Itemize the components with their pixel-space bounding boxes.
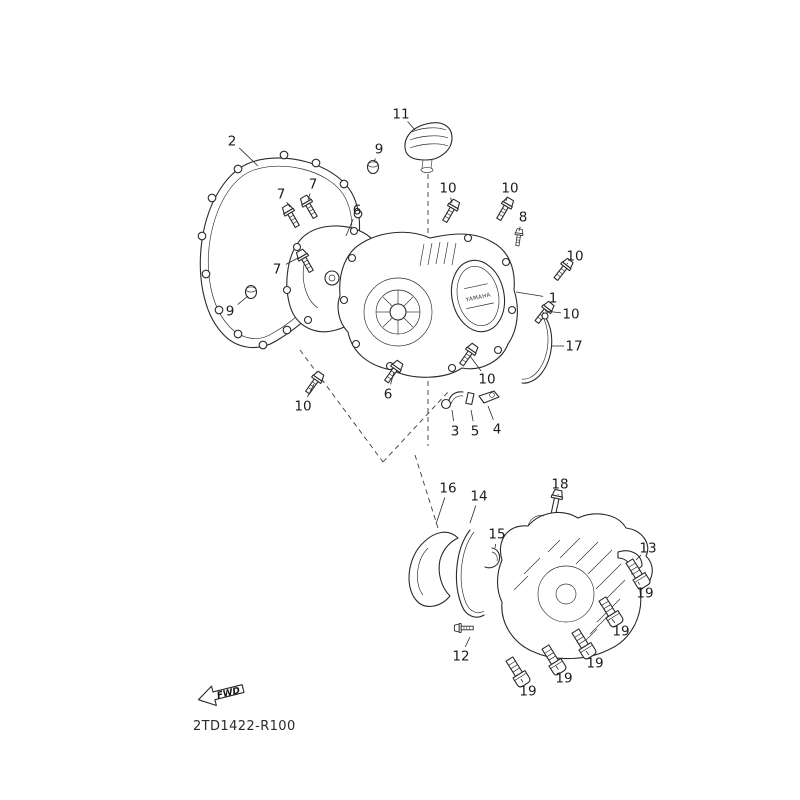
callout-label-5-19: 5 [471, 424, 480, 440]
damper-9-a [366, 159, 380, 175]
callout-label-19-27: 19 [612, 624, 629, 640]
callout-label-10-13: 10 [562, 307, 579, 323]
callout-leader-10-13 [544, 310, 562, 314]
bolt-10-b [493, 195, 516, 223]
callout-leader-12-28 [464, 636, 471, 648]
bolt-10-f [302, 369, 327, 397]
clip-15 [484, 547, 501, 569]
callout-label-11-1: 11 [392, 107, 409, 123]
callout-label-7-4: 7 [277, 187, 286, 203]
bolt-7-a [280, 202, 303, 230]
stud-8 [513, 228, 525, 247]
callout-leader-19-29 [585, 650, 590, 656]
callout-leader-10-6 [505, 197, 508, 202]
bolt-10-a [439, 197, 462, 225]
callout-leader-15-24 [494, 543, 496, 549]
callout-label-9-2: 9 [375, 142, 384, 158]
callout-leader-13-25 [635, 554, 642, 561]
callout-label-10-17: 10 [294, 399, 311, 415]
callout-label-2-0: 2 [228, 134, 237, 150]
callout-leader-11-1 [407, 121, 416, 131]
duct-16 [408, 531, 459, 607]
callout-label-19-26: 19 [636, 586, 653, 602]
callout-leader-6-16 [390, 371, 395, 385]
callout-label-10-9: 10 [566, 249, 583, 265]
callout-label-19-31: 19 [519, 684, 536, 700]
callout-leader-7-3 [307, 193, 311, 201]
callout-leader-10-15 [469, 355, 482, 372]
callout-label-13-25: 13 [639, 541, 656, 557]
callout-leader-7-4 [286, 201, 291, 208]
crankcase-cover-1: YAMAHA [337, 231, 518, 378]
callout-leader-9-12 [237, 295, 249, 305]
callout-label-8-8: 8 [519, 210, 528, 226]
callout-leader-19-31 [520, 678, 524, 683]
callout-label-4-20: 4 [493, 422, 502, 438]
callout-label-18-23: 18 [551, 477, 568, 493]
callout-leader-9-2 [373, 158, 376, 163]
callout-label-10-15: 10 [478, 372, 495, 388]
callout-label-10-6: 10 [501, 181, 518, 197]
callout-label-16-21: 16 [439, 481, 456, 497]
callout-label-19-30: 19 [555, 671, 572, 687]
callout-label-7-3: 7 [309, 177, 318, 193]
callout-leader-7-10 [285, 257, 299, 265]
callout-leader-10-17 [307, 383, 315, 398]
callout-leader-14-22 [469, 505, 477, 524]
callout-label-7-10: 7 [273, 262, 282, 278]
callout-label-19-29: 19 [586, 656, 603, 672]
callout-leader-6-7 [345, 219, 354, 237]
breather-parts-3-4-5 [440, 390, 500, 410]
callout-leader-3-18 [451, 409, 454, 422]
gasket-cover-2 [197, 150, 363, 350]
fwd-label: FWD [216, 686, 242, 702]
callout-leader-8-8 [518, 226, 521, 232]
bolt-7-b [298, 193, 321, 221]
screw-12 [453, 623, 474, 633]
callout-leader-16-21 [435, 497, 446, 525]
callout-label-6-7: 6 [353, 203, 362, 219]
callout-leader-2-0 [238, 147, 259, 167]
callout-leader-5-19 [470, 409, 474, 422]
callout-label-12-28: 12 [452, 649, 469, 665]
callout-label-10-5: 10 [439, 181, 456, 197]
callout-leader-19-27 [611, 618, 616, 624]
yamaha-emblem: YAMAHA [450, 259, 506, 333]
callout-leader-10-5 [450, 197, 453, 204]
fwd-arrow: FWD [197, 684, 245, 707]
callout-label-15-24: 15 [488, 527, 505, 543]
air-duct-11 [404, 122, 453, 173]
diagram-part-code: 2TD1422-R100 [193, 719, 296, 734]
callout-label-14-22: 14 [470, 489, 487, 505]
callout-leader-10-9 [566, 262, 569, 265]
callout-label-6-16: 6 [384, 387, 393, 403]
callout-leader-1-11 [515, 291, 544, 297]
callout-leader-19-26 [637, 581, 640, 585]
svg-text:YAMAHA: YAMAHA [464, 292, 491, 303]
callout-label-9-12: 9 [226, 304, 235, 320]
rod-17 [521, 312, 553, 384]
gasket-14 [455, 529, 485, 618]
callout-label-1-11: 1 [549, 291, 558, 307]
callout-label-3-18: 3 [451, 424, 460, 440]
callout-leader-4-20 [487, 405, 494, 420]
callout-label-17-14: 17 [565, 339, 582, 355]
callout-leader-19-30 [555, 665, 559, 670]
